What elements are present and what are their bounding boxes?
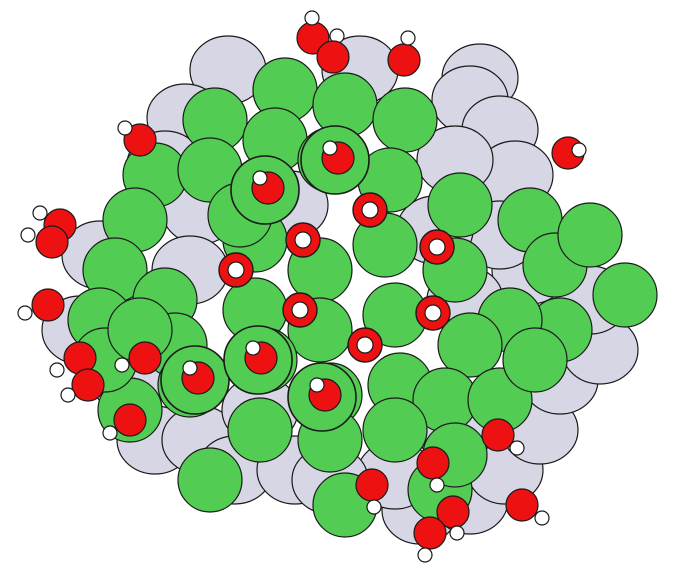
surface-ring-layer [160, 125, 370, 432]
water-hydrogen [429, 477, 445, 493]
water-molecule-layer [17, 10, 587, 563]
water-hydrogen [449, 525, 465, 541]
green-atom [592, 262, 658, 328]
hydrogen-atom [309, 377, 325, 393]
hydroxyl-hydrogen [294, 231, 312, 249]
green-atom [227, 397, 293, 463]
green-atom [427, 172, 493, 238]
water-hydrogen [32, 205, 48, 221]
hydroxyl-hydrogen [227, 261, 245, 279]
water-hydrogen [366, 499, 382, 515]
water-oxygen [316, 40, 350, 74]
water-hydrogen [17, 305, 33, 321]
water-hydrogen [102, 425, 118, 441]
hydroxyl-hydrogen [291, 301, 309, 319]
water-oxygen [31, 288, 65, 322]
water-hydrogen [400, 30, 416, 46]
hydroxyl-hydrogen [361, 201, 379, 219]
water-oxygen [481, 418, 515, 452]
water-hydrogen [571, 142, 587, 158]
water-hydrogen [114, 357, 130, 373]
water-hydrogen [304, 10, 320, 26]
water-oxygen [355, 468, 389, 502]
water-hydrogen [60, 387, 76, 403]
water-hydrogen [20, 227, 36, 243]
water-oxygen [35, 225, 69, 259]
green-atom [362, 397, 428, 463]
water-oxygen [128, 341, 162, 375]
green-atom [437, 312, 503, 378]
hydrogen-atom [245, 340, 261, 356]
water-oxygen [71, 368, 105, 402]
water-hydrogen [509, 440, 525, 456]
water-hydrogen [49, 362, 65, 378]
water-oxygen [387, 43, 421, 77]
water-oxygen [413, 516, 447, 550]
hydrogen-atom [252, 170, 268, 186]
green-atom [557, 202, 623, 268]
water-oxygen [123, 123, 157, 157]
hydrogen-atom [182, 360, 198, 376]
hydroxyl-hydrogen [428, 238, 446, 256]
green-atom [502, 327, 568, 393]
green-atom [177, 447, 243, 513]
hydroxyl-hydrogen [424, 304, 442, 322]
water-oxygen [113, 403, 147, 437]
water-hydrogen [117, 120, 133, 136]
water-oxygen [505, 488, 539, 522]
hydroxyl-hydrogen [356, 336, 374, 354]
water-hydrogen [417, 547, 433, 563]
water-hydrogen [534, 510, 550, 526]
hydrogen-atom [322, 140, 338, 156]
hydroxyl-layer [218, 192, 455, 363]
green-atom [372, 87, 438, 153]
water-oxygen [416, 446, 450, 480]
